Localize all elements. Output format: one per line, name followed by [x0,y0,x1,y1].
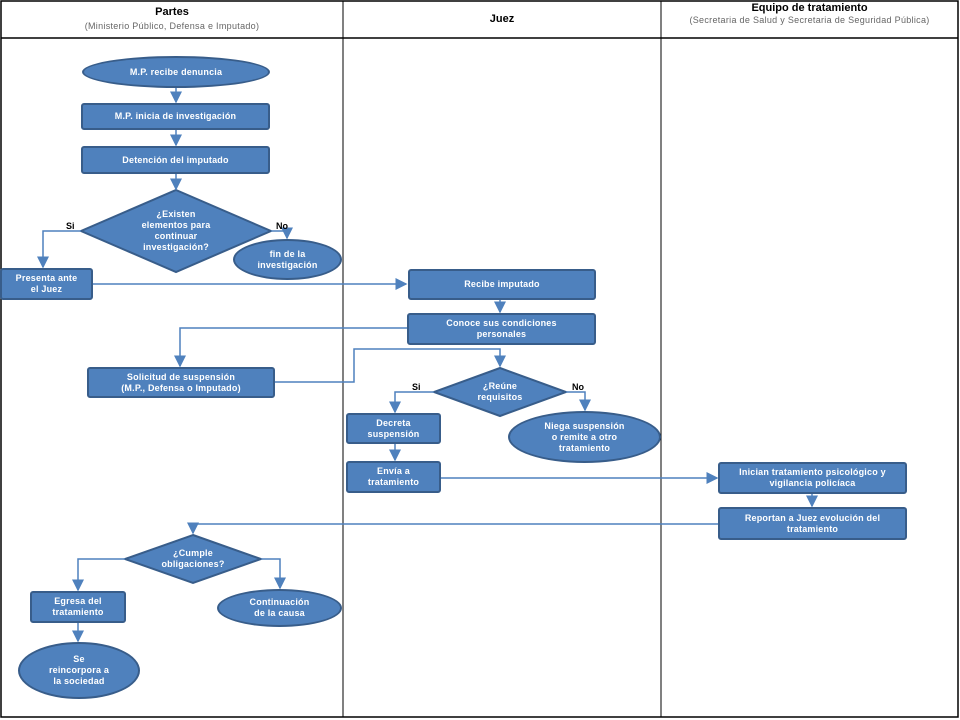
lane-subtitle-partes: (Ministerio Público, Defensa e Imputado) [84,21,260,31]
node-mp-recibe-denuncia: M.P. recibe denuncia [82,56,270,88]
decision-diamond-2 [431,366,569,418]
edge-d3-n15 [261,558,286,590]
node-decreta-suspension: Decreta suspensión [346,413,441,444]
node-se-reincorpora: Se reincorpora a la sociedad [18,642,140,699]
edge-d2-n10 [566,391,591,412]
node-egresa-tratamiento: Egresa del tratamiento [30,591,126,623]
node-presenta-ante-juez: Presenta ante el Juez [0,268,93,300]
edge-label-no-1: No [276,221,288,231]
edge-n7-n8 [174,327,408,368]
node-inician-tratamiento: Inician tratamiento psicológico y vigila… [718,462,907,494]
lane-subtitle-equipo: (Secretaria de Salud y Secretaria de Seg… [689,15,930,25]
node-niega-suspension: Niega suspensión o remite a otro tratami… [508,411,661,463]
edge-n13-d3 [187,522,719,535]
edge-d2-n9 [389,391,434,414]
node-fin-investigacion: fin de la investigación [233,239,342,280]
lane-title-equipo: Equipo de tratamiento [751,2,868,14]
edge-n8-d2 [274,348,506,383]
node-continuacion-causa: Continuación de la causa [217,589,342,627]
edge-label-si-2: Si [412,382,421,392]
edge-d1-n4 [271,227,293,240]
decision-existen-elementos: ¿Existen elementos para continuar invest… [141,209,211,252]
decision-reune-requisitos: ¿Reúne requisitos [477,381,523,402]
decision-diamond-1 [78,188,274,274]
edge-d3-n14 [72,558,125,592]
node-conoce-condiciones: Conoce sus condiciones personales [407,313,596,345]
node-envia-tratamiento: Envía a tratamiento [346,461,441,493]
node-detencion-imputado: Detención del imputado [81,146,270,174]
node-recibe-imputado: Recibe imputado [408,269,596,300]
lane-title-juez: Juez [489,13,515,25]
edge-d1-n5 [37,230,81,269]
node-reportan-juez: Reportan a Juez evolución del tratamient… [718,507,907,540]
lane-title-partes: Partes [155,6,189,18]
node-solicitud-suspension: Solicitud de suspensión (M.P., Defensa o… [87,367,275,398]
edge-label-si-1: Si [66,221,75,231]
decision-diamond-3 [121,533,265,585]
edge-label-no-2: No [572,382,584,392]
decision-cumple-obligaciones: ¿Cumple obligaciones? [161,548,225,569]
node-mp-inicia-investigacion: M.P. inicia de investigación [81,103,270,130]
